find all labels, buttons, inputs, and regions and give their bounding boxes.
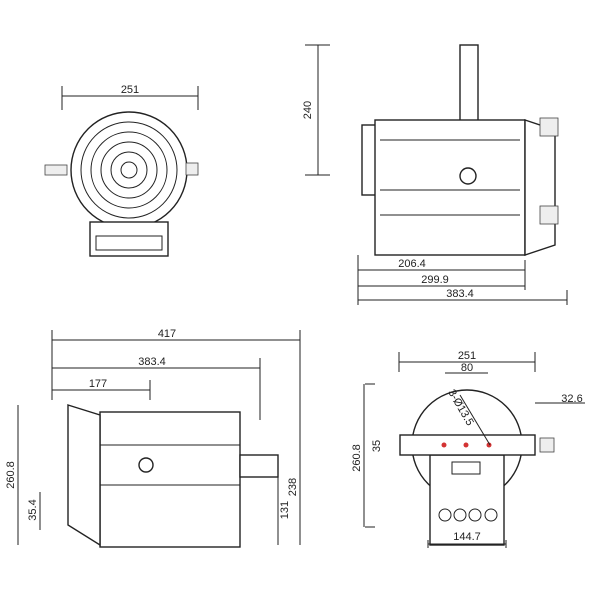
rear-bar-label: 35	[371, 440, 383, 452]
top-mid-label: 131	[279, 501, 291, 519]
rear-width-label: 251	[458, 350, 476, 362]
top-bracket-label: 35.4	[27, 499, 39, 520]
front-view	[44, 86, 199, 257]
side-depth-2-label: 299.9	[421, 274, 449, 286]
top-overall-label: 238	[287, 478, 299, 496]
side-depth-1-label: 206.4	[398, 258, 426, 270]
rear-height-label: 260.8	[351, 444, 363, 472]
mount-hole	[441, 442, 447, 448]
top-view	[17, 330, 301, 548]
mount-hole	[486, 442, 492, 448]
front-width-label: 251	[121, 84, 139, 96]
top-body-label: 383.4	[138, 356, 166, 368]
side-height-label: 240	[302, 101, 314, 119]
rear-spacing-label: 80	[461, 362, 473, 374]
rear-view	[363, 352, 585, 548]
top-total-label: 417	[158, 328, 176, 340]
rear-base-label: 144.7	[453, 531, 481, 543]
side-view	[305, 44, 568, 305]
top-offset-label: 177	[89, 378, 107, 390]
mount-hole	[463, 442, 469, 448]
top-height-label: 260.8	[5, 461, 17, 489]
side-depth-3-label: 383.4	[446, 288, 474, 300]
rear-clamp-label: 32.6	[561, 393, 582, 405]
